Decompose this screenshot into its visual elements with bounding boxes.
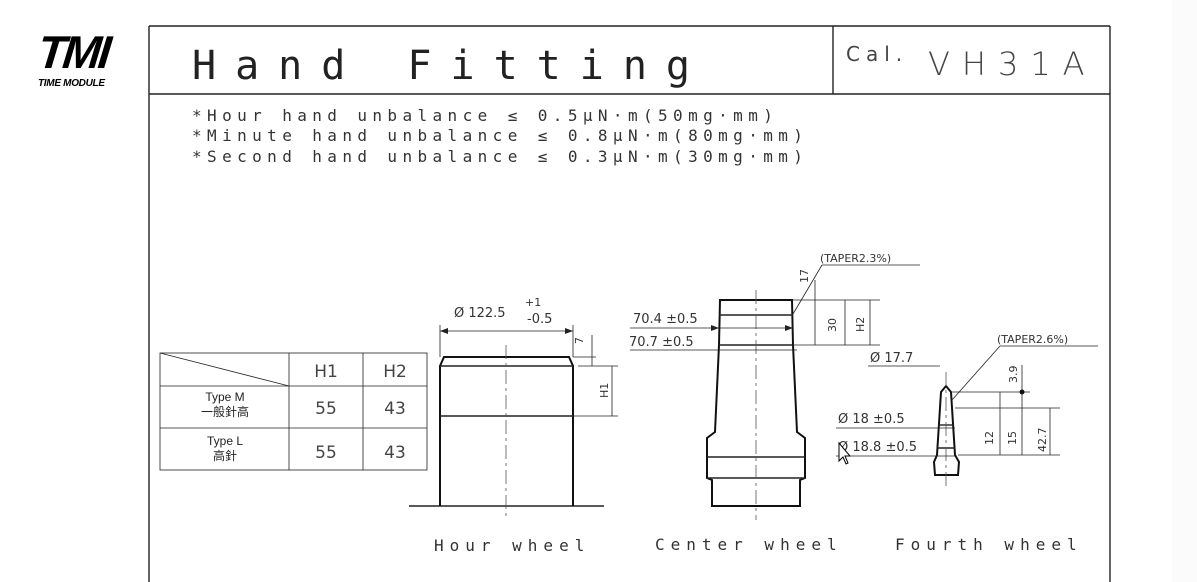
tmi-logo: TMI TIME MODULE xyxy=(35,26,130,92)
fourth-wheel-dim-42-7: 42.7 xyxy=(1036,428,1049,453)
center-wheel-label: Center wheel xyxy=(655,535,843,554)
table-header-h1: H1 xyxy=(314,362,338,382)
fourth-wheel-dim-15: 15 xyxy=(1006,431,1019,445)
center-wheel-dim-30: 30 xyxy=(826,318,839,332)
fourth-wheel-d1: Ø 18 ±0.5 xyxy=(838,412,905,427)
center-wheel-drawing: 70.4 ±0.5 70.7 ±0.5 (TAPER2.3%) 17 30 H2 xyxy=(629,252,920,520)
note-second-hand: *Second hand unbalance ≤ 0.3μN·m(30mg·mm… xyxy=(192,147,808,166)
hour-wheel-label: Hour wheel xyxy=(434,536,590,555)
row-type-m-h1: 55 xyxy=(315,399,337,419)
mouse-cursor-icon xyxy=(838,441,852,465)
center-wheel-body xyxy=(706,299,806,507)
row-type-l-h2: 43 xyxy=(384,443,406,463)
hour-wheel-dim-top: 7 xyxy=(573,337,586,344)
row-type-l-h1: 55 xyxy=(315,443,337,463)
sheet-frame xyxy=(148,25,1111,582)
row-type-l-label: Type L xyxy=(207,434,243,448)
fourth-wheel-drawing: (TAPER2.6%) Ø 17.7 Ø 18 ±0.5 Ø 18.8 ±0.5… xyxy=(836,333,1098,490)
center-wheel-d2: 70.7 ±0.5 xyxy=(629,335,694,350)
logo-subtitle: TIME MODULE xyxy=(38,78,105,89)
row-type-m-h2: 43 xyxy=(384,399,406,419)
center-wheel-d1: 70.4 ±0.5 xyxy=(633,312,698,327)
hour-wheel-dim-h: H1 xyxy=(598,383,611,398)
row-type-l-jp: 高針 xyxy=(213,448,237,463)
fourth-wheel-label: Fourth wheel xyxy=(895,535,1083,554)
center-wheel-dim-h: H2 xyxy=(854,317,867,332)
height-table: H1 H2 Type M 一般針高 55 43 Type L 高針 55 43 xyxy=(159,352,428,471)
fourth-wheel-taper: (TAPER2.6%) xyxy=(997,333,1068,346)
page-title: Hand Fitting xyxy=(192,43,709,89)
hour-wheel-body xyxy=(439,356,574,506)
row-type-m-label: Type M xyxy=(205,390,244,404)
fourth-wheel-body xyxy=(932,384,961,476)
right-margin xyxy=(1172,0,1197,582)
row-type-m-jp: 一般針高 xyxy=(201,404,249,419)
table-header-h2: H2 xyxy=(383,362,407,382)
hour-wheel-tol-down: -0.5 xyxy=(527,312,552,327)
cal-value: VH31A xyxy=(928,45,1097,83)
fourth-wheel-d-tip: Ø 17.7 xyxy=(870,351,913,366)
fourth-wheel-d2: Ø 18.8 ±0.5 xyxy=(838,440,917,455)
note-minute-hand: *Minute hand unbalance ≤ 0.8μN·m(80mg·mm… xyxy=(192,126,808,145)
fourth-wheel-dim-3-9: 3.9 xyxy=(1007,366,1020,384)
fourth-wheel-dim-12: 12 xyxy=(983,431,996,445)
cal-label: Cal. xyxy=(846,42,908,66)
center-wheel-dim-17: 17 xyxy=(798,269,811,283)
hour-wheel-tol-up: +1 xyxy=(525,296,541,309)
center-wheel-taper: (TAPER2.3%) xyxy=(820,252,891,265)
table-corner-diagonal xyxy=(159,352,290,387)
hour-wheel-drawing: Ø 122.5 +1 -0.5 7 H1 xyxy=(409,296,618,520)
note-hour-hand: *Hour hand unbalance ≤ 0.5μN·m(50mg·mm) xyxy=(192,106,778,125)
hour-wheel-dia: Ø 122.5 xyxy=(454,306,506,321)
